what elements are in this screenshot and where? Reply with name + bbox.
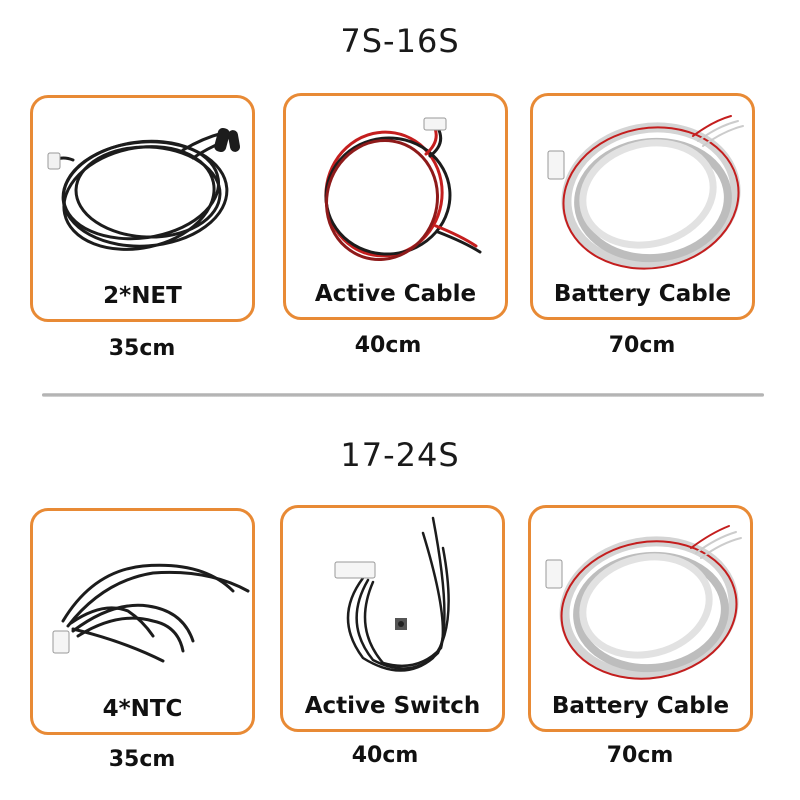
ntc-cable-image [52, 563, 250, 663]
cable-length: 70cm [606, 743, 674, 768]
product-label: 4*NTC [102, 696, 183, 722]
product-card-battery-cable-1[interactable]: Battery Cable [530, 93, 755, 320]
active-cable-image [324, 117, 482, 262]
battery-cable-image [547, 115, 744, 270]
section-title-17-24s: 17-24S [340, 436, 460, 474]
product-card-4ntc[interactable]: 4*NTC [30, 508, 255, 735]
cable-length: 40cm [354, 333, 422, 358]
cable-length: 35cm [108, 747, 176, 772]
section-divider [42, 393, 764, 397]
battery-cable-image [545, 525, 742, 680]
product-label: Battery Cable [551, 693, 730, 719]
product-label: Battery Cable [553, 281, 732, 307]
product-label: Active Cable [314, 281, 477, 307]
product-label: Active Switch [304, 693, 481, 719]
cable-length: 35cm [108, 336, 176, 361]
cable-length: 40cm [351, 743, 419, 768]
product-card-active-switch[interactable]: Active Switch [280, 505, 505, 732]
product-card-battery-cable-2[interactable]: Battery Cable [528, 505, 753, 732]
section-title-7s-16s: 7S-16S [340, 22, 460, 60]
active-switch-image [334, 516, 450, 672]
cable-length: 70cm [608, 333, 676, 358]
product-label: 2*NET [103, 283, 182, 309]
product-card-active-cable[interactable]: Active Cable [283, 93, 508, 320]
product-card-2net[interactable]: 2*NET [30, 95, 255, 322]
net-cable-image [47, 127, 241, 251]
